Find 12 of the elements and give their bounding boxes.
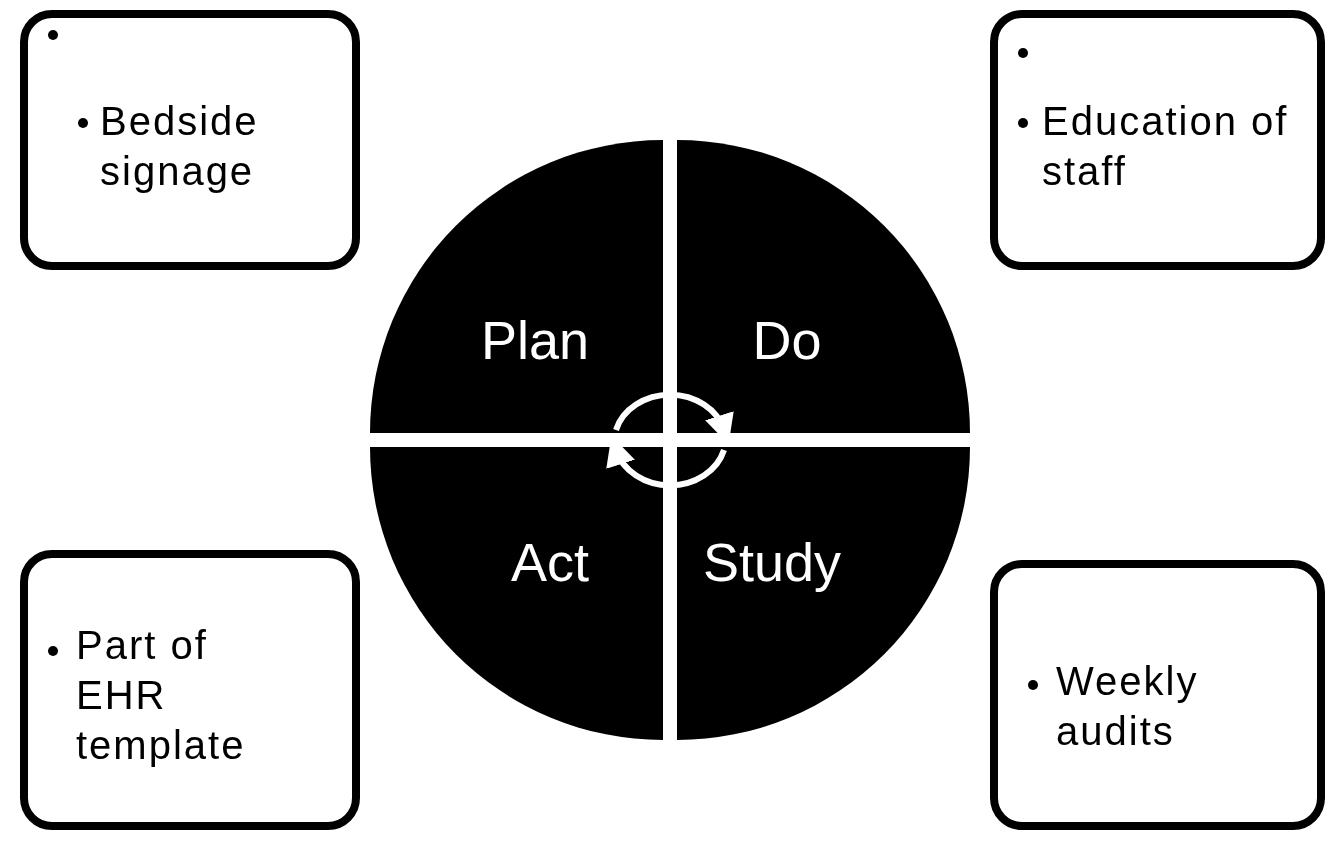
stage-label: Study: [702, 531, 842, 593]
stage-label: Act: [511, 531, 589, 593]
bullet-text: Part of EHR template: [76, 622, 247, 769]
text-box: [990, 10, 1325, 270]
bullet-text: Weekly audits: [1056, 658, 1200, 755]
text-box: [20, 10, 360, 270]
text-box: [990, 560, 1325, 830]
bullet-text: Bedside signage: [100, 98, 260, 195]
stage-label: Plan: [480, 309, 590, 371]
bullet-text: Education of staff: [1042, 98, 1290, 195]
stage-label: Do: [752, 309, 822, 371]
text-box: [20, 550, 360, 830]
